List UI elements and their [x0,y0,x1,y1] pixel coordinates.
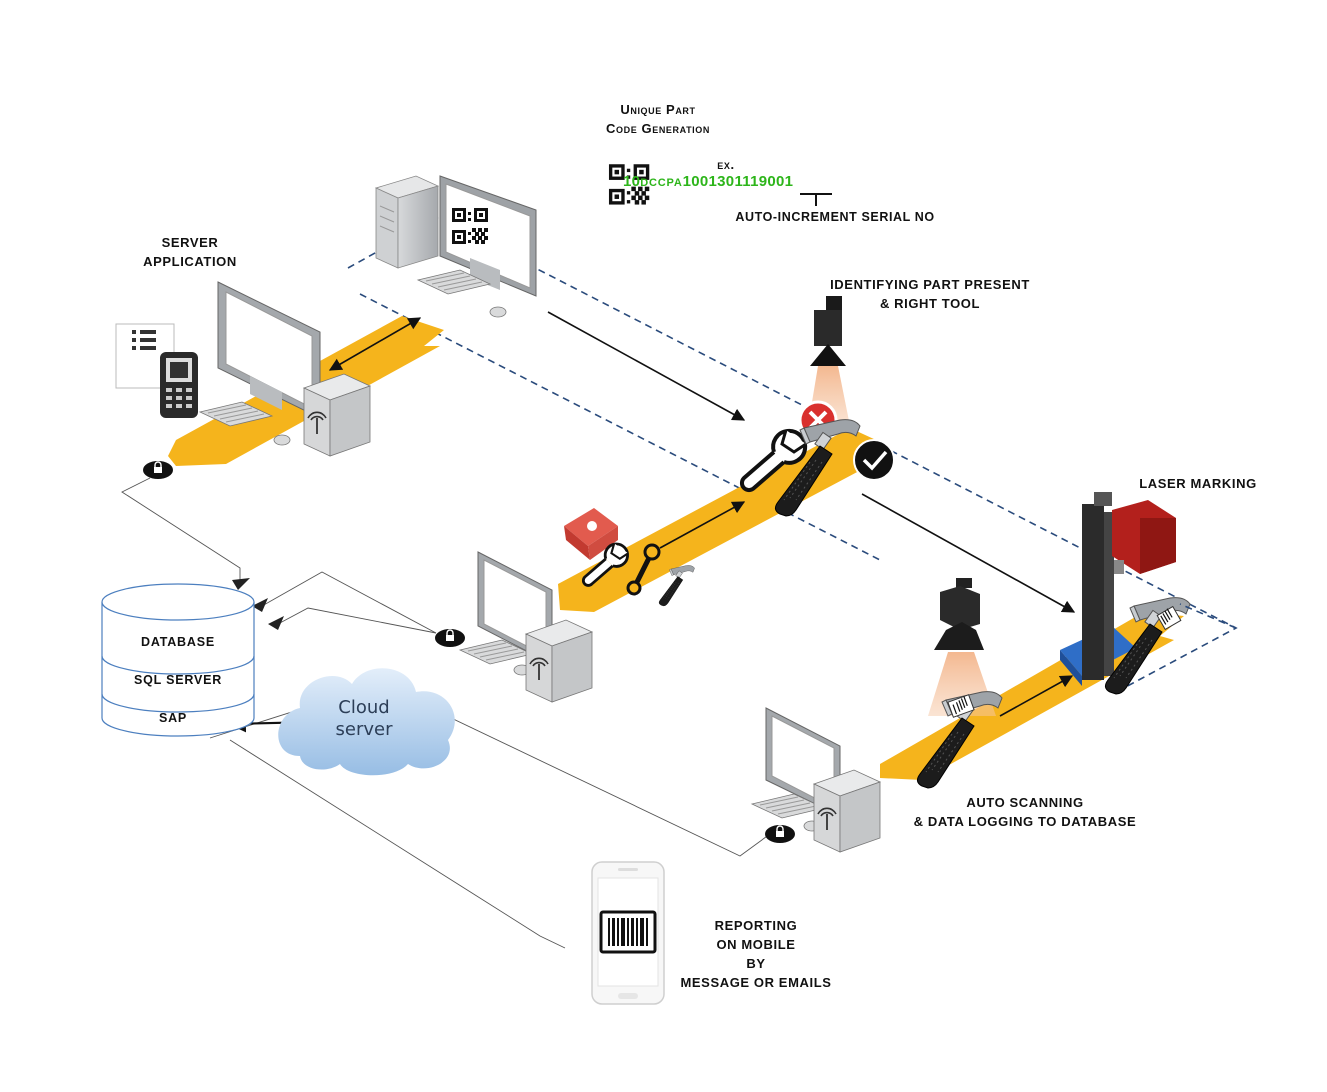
router-icon [303,373,371,457]
serial-bracket [800,193,832,206]
laser-marker-icon [1060,492,1176,686]
unique-part-label: Unique Part Code Generation [560,100,756,138]
lock-icon [142,460,174,480]
code-generation-computer [375,175,537,318]
server-application-computer [115,281,371,480]
laser-outline-link [1179,603,1237,629]
auto-scanning-label: AUTO SCANNING & DATA LOGGING TO DATABASE [913,795,1137,829]
check-icon [853,439,895,481]
database-layer-sap: SAP [158,711,188,725]
example-label: ex. [717,157,735,172]
marked-barcode-label [1156,605,1182,631]
pencil-sharpener-icon [564,508,618,560]
auto-increment-label: AUTO-INCREMENT SERIAL NO [735,210,935,224]
conveyor-laser [880,612,1184,780]
flow-arrow-server-conveyor [328,317,422,371]
database-icon [101,583,255,737]
conveyor-middle [558,428,876,612]
reporting-label: REPORTING ON MOBILE BY MESSAGE OR EMAILS [680,918,832,990]
wire-arrowheads [232,578,284,630]
unique-part-line-1: Unique Part [620,102,696,117]
assembly-computer [434,551,593,703]
flow-arrow-laser-conveyor [999,675,1074,717]
server-application-label: SERVER APPLICATION [143,235,237,269]
flow-arrow-middle [659,501,746,549]
cloud-server-label: Cloud server [335,697,393,740]
barcode-label [947,694,975,718]
database-layer-database: DATABASE [141,635,215,649]
cloud-icon [278,668,455,776]
identifying-label: IDENTIFYING PART PRESENT & RIGHT TOOL [830,277,1030,311]
barcode-icon [599,910,657,954]
part-code-example: 10DCCPA1001301119001 [623,173,794,190]
scanning-computer [751,707,881,853]
spanner-icon [626,543,661,596]
work-area-outline-inner [359,293,881,561]
unique-part-line-2: Code Generation [606,121,710,136]
laser-marking-label: LASER MARKING [1139,476,1257,491]
flow-arrow-to-laser [861,493,1076,613]
database-layer-sql-server: SQL SERVER [133,673,223,687]
flow-arrow-to-inspection [547,311,746,421]
handheld-scanner-icon [160,352,198,418]
